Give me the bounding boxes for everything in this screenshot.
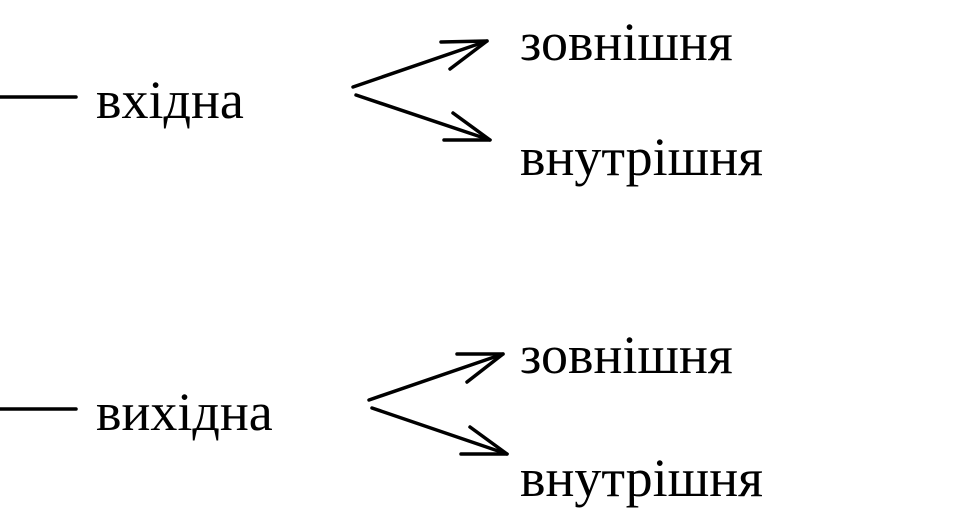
arrow-2-upper-head — [455, 352, 505, 384]
branch-label-output-internal: внутрішня — [520, 448, 763, 508]
arrow-2-lower-shaft — [370, 406, 509, 456]
arrow-1-lower-shaft — [354, 93, 492, 142]
branch-label-input-internal: внутрішня — [520, 127, 763, 187]
arrow-1-upper-head — [439, 39, 489, 71]
arrow-2-lower-head — [459, 425, 509, 456]
arrow-2-upper-shaft — [367, 352, 505, 402]
branch-label-output-external: зовнішня — [520, 325, 733, 385]
arrow-1-lower-head — [442, 111, 492, 142]
term-label-output: вихідна — [96, 382, 273, 442]
term-label-input: вхідна — [96, 70, 244, 130]
branch-label-input-external: зовнішня — [520, 12, 733, 72]
arrow-1-upper-shaft — [351, 39, 489, 89]
